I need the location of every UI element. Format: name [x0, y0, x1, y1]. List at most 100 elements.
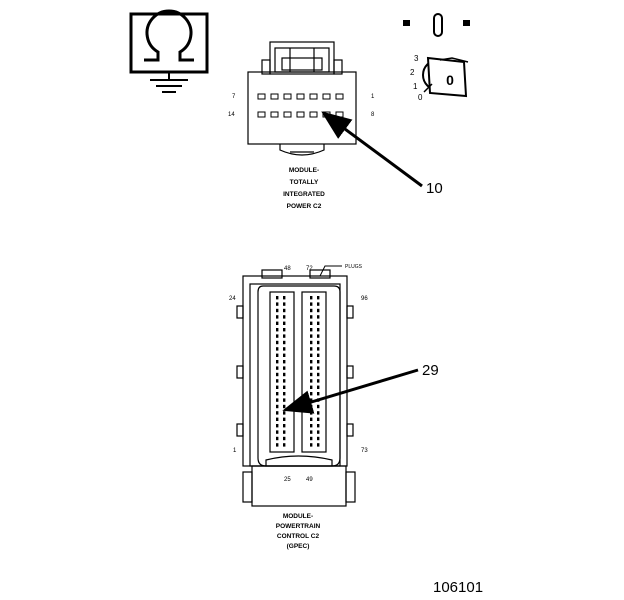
pin-number-25: 25 — [284, 477, 291, 483]
callout-label-10: 10 — [426, 180, 443, 197]
pin-cavity — [317, 302, 320, 306]
callout-arrow-10 — [321, 111, 423, 188]
ground-icon — [150, 72, 188, 93]
pin-cavity — [310, 308, 313, 313]
pin-cavity — [317, 328, 320, 332]
pin-cavity — [317, 385, 320, 389]
pin-cavity — [276, 385, 279, 389]
pin-number-73: 73 — [361, 448, 368, 454]
pin-cavity — [310, 424, 313, 428]
pin-cavity — [276, 340, 279, 345]
ignition-position-label: 0 — [418, 93, 423, 102]
pin-number-14: 14 — [228, 112, 235, 118]
pin-number-8: 8 — [371, 112, 375, 118]
ignition-lock-label: 0 — [446, 72, 454, 88]
pin-number-72: 72 — [306, 266, 313, 272]
ignition-position-label: 1 — [413, 82, 418, 91]
pin-cavity — [270, 93, 279, 100]
pin-cavity — [317, 430, 320, 434]
pcm-c2-connector — [236, 269, 356, 507]
svg-text:CONTROL C2: CONTROL C2 — [277, 533, 320, 540]
pin-number-1: 1 — [233, 448, 237, 454]
pin-cavity — [310, 328, 313, 332]
tipm-pin-grid — [257, 93, 344, 118]
pin-cavity — [276, 321, 279, 325]
pin-cavity — [276, 430, 279, 434]
pin-cavity — [276, 360, 279, 364]
pin-cavity — [276, 417, 279, 421]
tipm-c2-connector — [247, 41, 357, 156]
pin-number-48: 48 — [284, 266, 291, 272]
pin-cavity — [276, 424, 279, 428]
pin-cavity — [283, 334, 286, 338]
pin-cavity — [317, 443, 320, 447]
pin-cavity — [317, 404, 320, 409]
pin-cavity — [283, 315, 286, 319]
pin-cavity — [283, 411, 286, 415]
pin-cavity — [317, 347, 320, 351]
pin-cavity — [283, 404, 286, 409]
pin-cavity — [276, 404, 279, 409]
svg-text:POWER C2: POWER C2 — [287, 203, 322, 210]
pin-cavity — [283, 308, 286, 313]
pin-cavity — [276, 296, 279, 300]
pin-cavity — [283, 111, 292, 118]
pin-cavity — [317, 366, 320, 370]
pin-cavity — [276, 302, 279, 306]
pin-cavity — [296, 93, 305, 100]
pin-cavity — [283, 296, 286, 300]
pin-cavity — [317, 321, 320, 325]
pin-number-7: 7 — [232, 94, 236, 100]
pin-cavity — [317, 436, 320, 441]
pin-cavity — [322, 93, 331, 100]
pin-cavity — [276, 353, 279, 357]
ignition-key-icon: 0 — [403, 13, 470, 98]
pin-cavity — [317, 315, 320, 319]
svg-text:TOTALLY: TOTALLY — [290, 179, 319, 186]
pin-cavity — [276, 347, 279, 351]
pin-cavity — [310, 353, 313, 357]
pin-number-96: 96 — [361, 296, 368, 302]
pin-cavity — [276, 308, 279, 313]
pin-cavity — [283, 328, 286, 332]
pin-cavity — [283, 385, 286, 389]
pin-cavity — [317, 340, 320, 345]
svg-text:POWERTRAIN: POWERTRAIN — [276, 523, 321, 530]
pin-cavity — [317, 424, 320, 428]
pin-cavity — [283, 372, 286, 377]
pin-cavity — [309, 111, 318, 118]
pin-cavity — [283, 93, 292, 100]
pin-cavity — [276, 334, 279, 338]
pin-cavity — [283, 353, 286, 357]
pin-cavity — [317, 296, 320, 300]
pin-cavity — [317, 360, 320, 364]
callout-arrow-29 — [282, 368, 419, 414]
pin-cavity — [317, 379, 320, 383]
pin-cavity — [317, 411, 320, 415]
pcm-pin-grid — [276, 296, 320, 447]
pin-cavity — [283, 302, 286, 306]
svg-text:MODULE-: MODULE- — [289, 167, 319, 174]
tipm-c2-caption: MODULE- TOTALLY INTEGRATED POWER C2 — [283, 167, 325, 210]
pin-cavity — [310, 296, 313, 300]
pin-cavity — [283, 436, 286, 441]
pin-cavity — [317, 308, 320, 313]
pcm-c2-caption: MODULE- POWERTRAIN CONTROL C2 (GPEC) — [276, 513, 321, 550]
pin-cavity — [317, 392, 320, 396]
pin-cavity — [283, 443, 286, 447]
pin-cavity — [276, 411, 279, 415]
pin-cavity — [310, 340, 313, 345]
svg-text:MODULE-: MODULE- — [283, 513, 313, 520]
pin-cavity — [283, 417, 286, 421]
pin-cavity — [283, 398, 286, 402]
pin-cavity — [276, 436, 279, 441]
pin-cavity — [310, 347, 313, 351]
pin-cavity — [283, 392, 286, 396]
pin-cavity — [310, 385, 313, 389]
pin-cavity — [283, 360, 286, 364]
pin-cavity — [310, 315, 313, 319]
pin-cavity — [317, 417, 320, 421]
svg-text:INTEGRATED: INTEGRATED — [283, 191, 325, 198]
pin-cavity — [310, 379, 313, 383]
